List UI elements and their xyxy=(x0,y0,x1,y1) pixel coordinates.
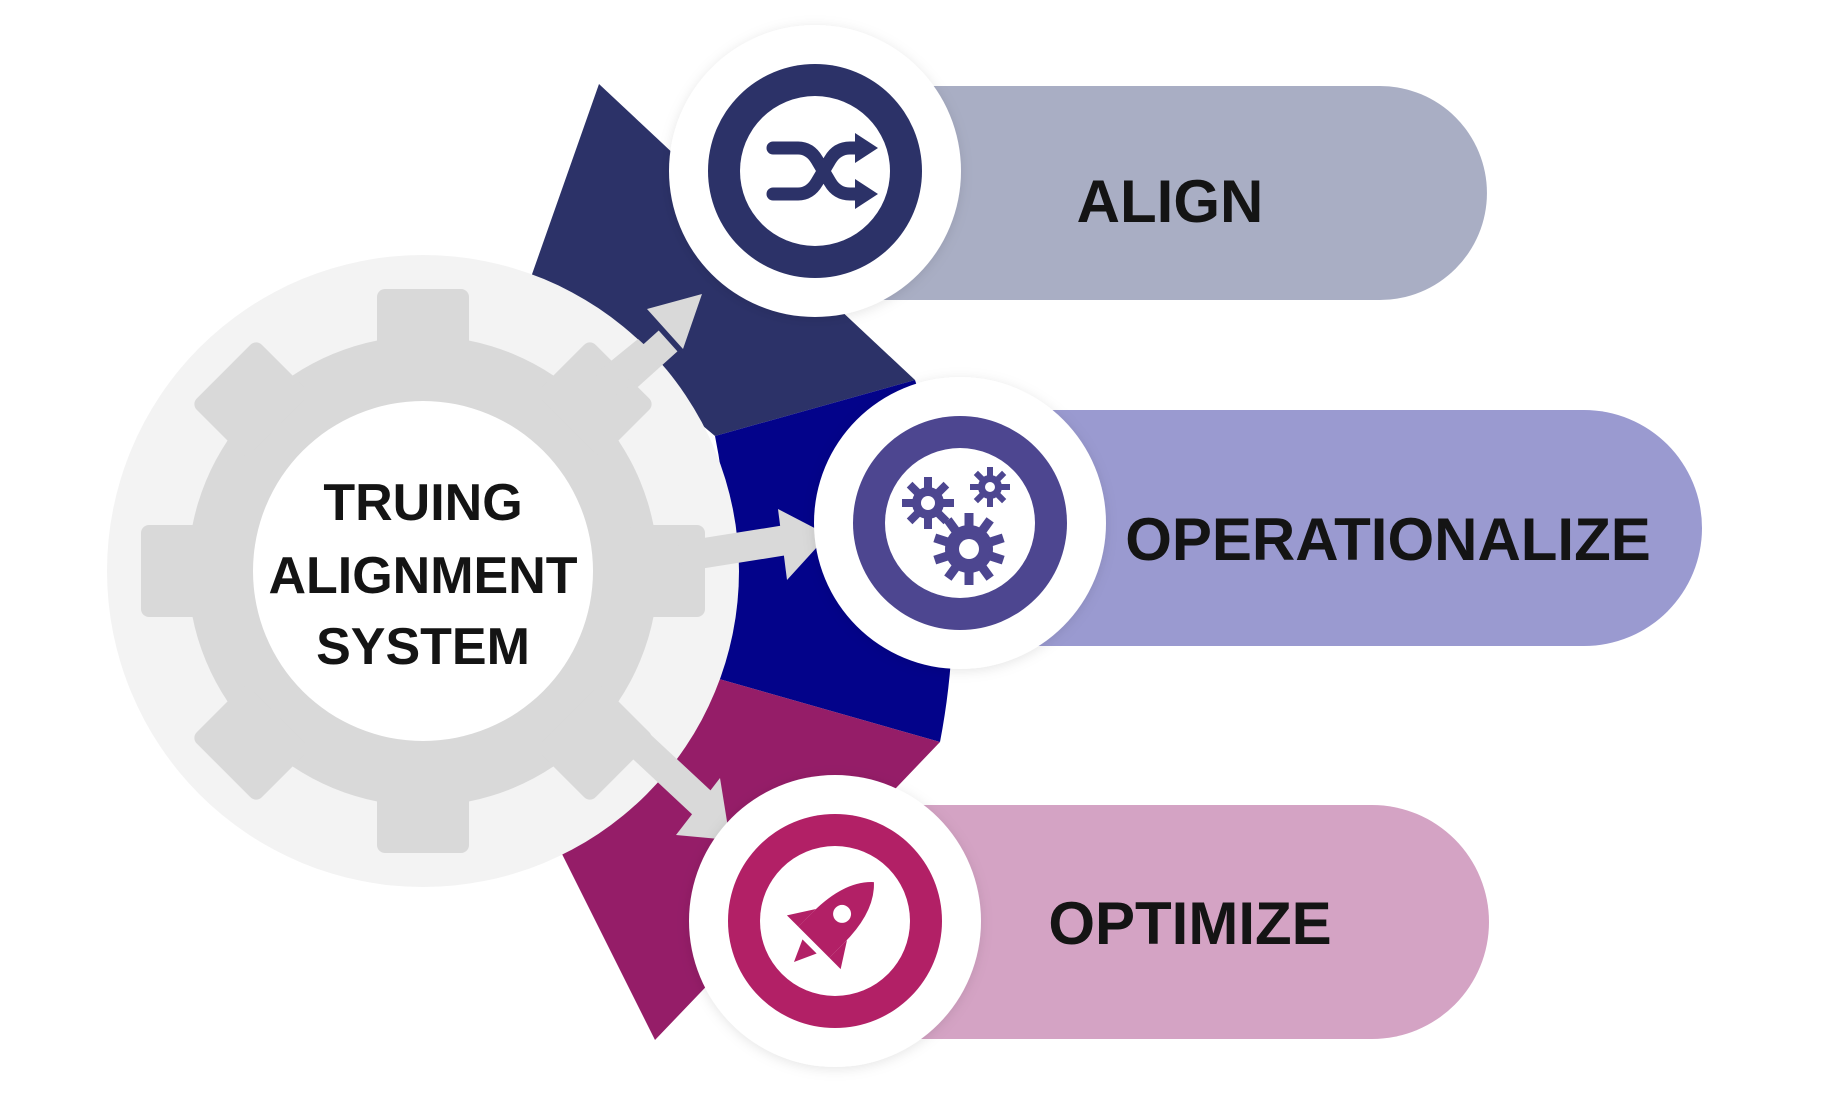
step-align[interactable] xyxy=(669,25,961,317)
gear-tooth xyxy=(993,490,1007,504)
gear-tooth xyxy=(377,776,469,853)
step-operationalize-label: OPERATIONALIZE xyxy=(1125,506,1651,573)
gears-icon xyxy=(902,467,1010,585)
gear-tooth xyxy=(906,481,923,498)
center-gear: TRUING ALIGNMENT SYSTEM xyxy=(107,255,739,887)
step-align-label: ALIGN xyxy=(1077,168,1264,235)
gear-tooth xyxy=(998,484,1010,490)
gear-tooth xyxy=(964,513,974,529)
gear-tooth xyxy=(628,525,705,617)
center-label-line-2: ALIGNMENT xyxy=(268,547,577,605)
pill-operationalize-shape xyxy=(1000,410,1702,646)
shuffle-icon xyxy=(766,133,878,209)
gear-tooth xyxy=(906,508,923,525)
gear-tooth xyxy=(944,517,961,536)
gear-tooth xyxy=(993,470,1007,484)
gear-tooth xyxy=(986,550,1005,565)
gear-hole xyxy=(959,539,979,559)
arrow-to-optimize xyxy=(627,731,730,840)
step-optimize-label: OPTIMIZE xyxy=(1048,890,1331,957)
gear-tooth xyxy=(924,515,932,529)
gear-tooth xyxy=(940,499,954,507)
step-operationalize[interactable] xyxy=(814,377,1106,669)
gear-tooth xyxy=(933,481,950,498)
gear-tooth xyxy=(141,525,218,617)
gear-tooth xyxy=(987,467,993,479)
step-align-inner xyxy=(740,96,890,246)
pill-align-shape xyxy=(860,86,1487,300)
gear-tooth xyxy=(933,533,952,548)
gear-tooth xyxy=(194,686,308,800)
pill-optimize-shape xyxy=(880,805,1489,1039)
gear-tooth xyxy=(986,533,1005,548)
gear-hole xyxy=(921,496,935,510)
pill-optimize[interactable] xyxy=(880,805,1489,1039)
gear-tooth xyxy=(970,484,982,490)
gear-tooth xyxy=(964,569,974,585)
gear-tooth xyxy=(944,562,961,581)
arrow-to-align xyxy=(595,294,702,396)
gear-tooth xyxy=(194,342,308,456)
pill-operationalize[interactable] xyxy=(1000,410,1702,646)
gear-tooth xyxy=(538,342,652,456)
gear-hole xyxy=(985,482,995,492)
arrow-to-operationalize xyxy=(678,509,828,580)
gear-tooth xyxy=(977,562,994,581)
gear-tooth xyxy=(538,686,652,800)
center-label-line-3: SYSTEM xyxy=(316,618,530,676)
gear-tooth xyxy=(933,508,950,525)
gear-tooth xyxy=(902,499,916,507)
gear-tooth xyxy=(973,490,987,504)
gear-inner-circle xyxy=(253,401,593,741)
rocket-icon xyxy=(786,882,874,970)
center-label-line-1: TRUING xyxy=(323,474,522,532)
step-operationalize-inner xyxy=(885,448,1035,598)
step-optimize[interactable] xyxy=(689,775,981,1067)
gear-tooth xyxy=(377,289,469,366)
pill-align[interactable] xyxy=(860,86,1487,300)
gear-tooth xyxy=(973,470,987,484)
gear-tooth xyxy=(987,495,993,507)
gear-tooth xyxy=(924,477,932,491)
gear-tooth xyxy=(933,550,952,565)
gear-tooth xyxy=(977,517,994,536)
